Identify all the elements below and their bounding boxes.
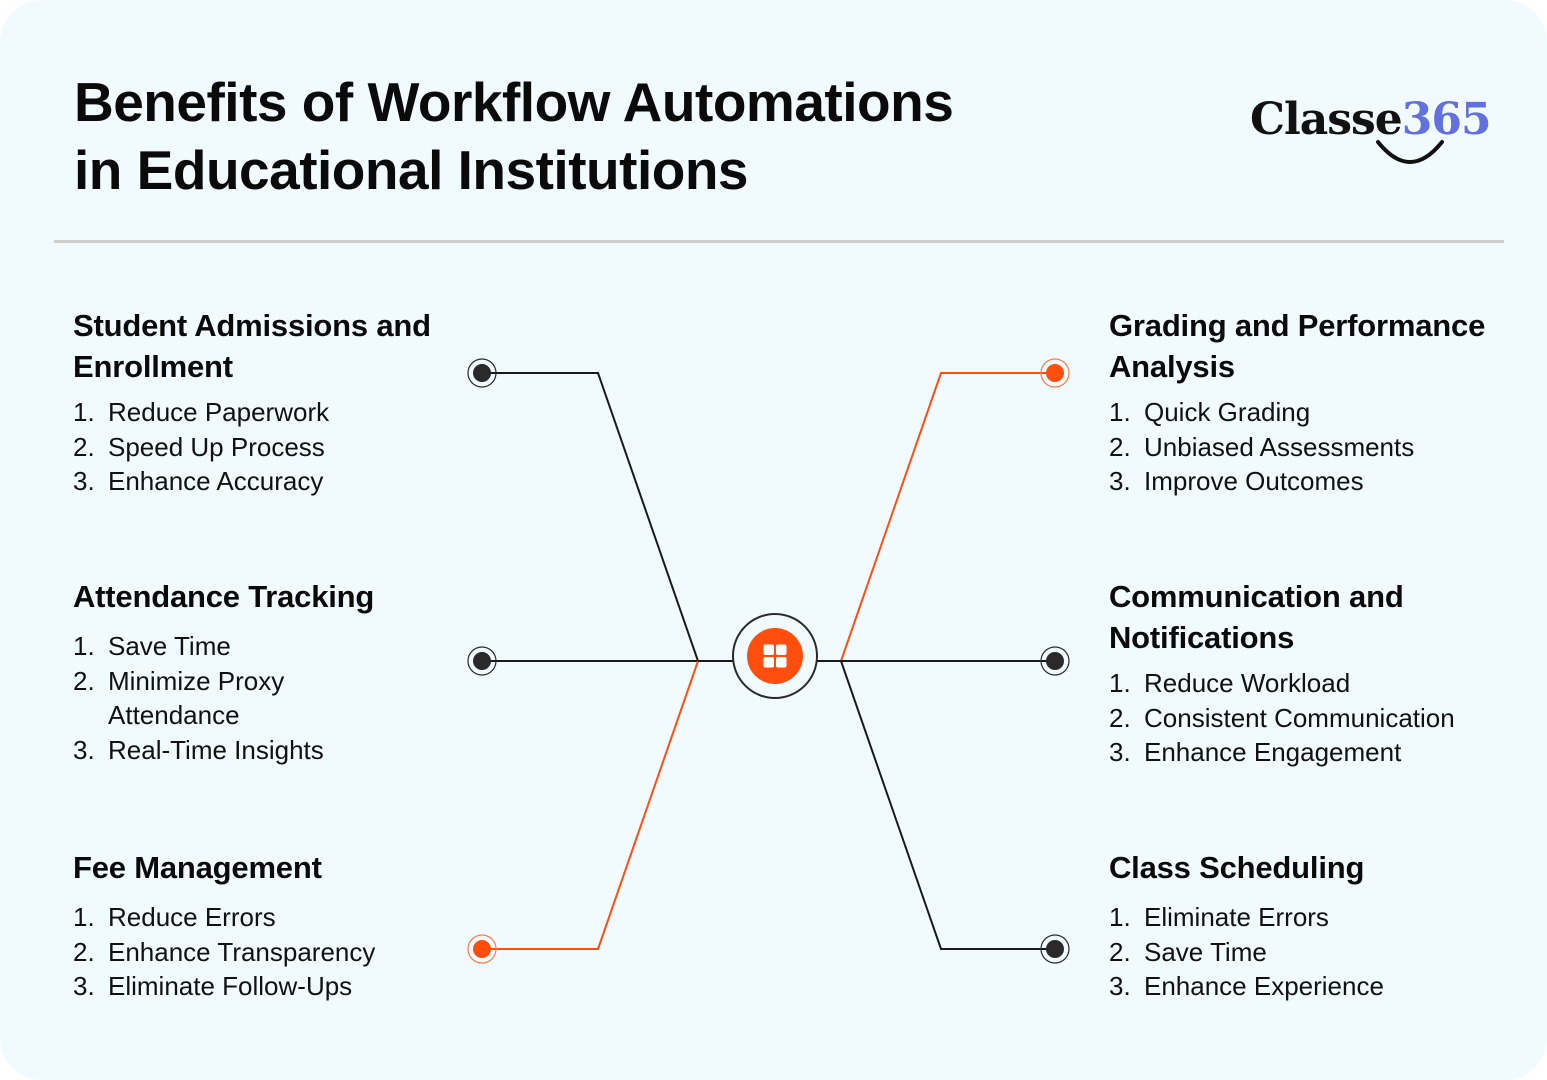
list-item: 1.Quick Grading: [1109, 397, 1311, 427]
title-line-1: Benefits of Workflow Automations: [74, 71, 954, 133]
benefit-list: 1.Reduce Paperwork 2.Speed Up Process 3.…: [73, 395, 453, 499]
central-hub: [732, 613, 818, 699]
section-title: Communication and Notifications: [1109, 579, 1404, 655]
node-orange-grading: [1040, 358, 1070, 388]
connector-admissions: [482, 372, 699, 662]
connector-grading: [840, 372, 1055, 662]
node-dark-attendance: [467, 646, 497, 676]
connector-scheduling: [840, 660, 1055, 950]
classe365-logo: Classe365: [1250, 90, 1500, 180]
list-item: 2.Minimize Proxy Attendance: [73, 665, 285, 731]
logo-number: 365: [1401, 94, 1492, 145]
title-line-2: in Educational Institutions: [74, 139, 749, 201]
section-title: Student Admissions and Enrollment: [73, 308, 431, 384]
list-item: 3.Enhance Engagement: [1109, 737, 1402, 767]
logo-word: Classe: [1250, 94, 1403, 145]
list-item: 3.Real-Time Insights: [73, 734, 324, 765]
grid-apps-icon: [763, 644, 787, 668]
list-item: 3.Enhance Accuracy: [73, 466, 324, 496]
page-title: Benefits of Workflow Automations in Educ…: [74, 68, 954, 204]
list-item: 3.Improve Outcomes: [1109, 466, 1364, 496]
benefit-list: 1.Save Time 2.Minimize Proxy Attendance …: [73, 629, 453, 767]
list-item: 2.Unbiased Assessments: [1109, 431, 1415, 462]
list-item: 1.Eliminate Errors: [1109, 902, 1329, 932]
section-class-scheduling: Class Scheduling 1.Eliminate Errors 2.Sa…: [1109, 847, 1529, 1004]
section-title: Grading and Performance Analysis: [1109, 308, 1486, 384]
header-divider: [54, 240, 1504, 243]
section-fee-management: Fee Management 1.Reduce Errors 2.Enhance…: [73, 847, 453, 1004]
list-item: 2.Save Time: [1109, 936, 1267, 967]
section-title: Class Scheduling: [1109, 850, 1365, 885]
section-student-admissions: Student Admissions and Enrollment 1.Redu…: [73, 305, 453, 499]
node-dark-communication: [1040, 646, 1070, 676]
section-attendance-tracking: Attendance Tracking 1.Save Time 2.Minimi…: [73, 576, 453, 767]
section-grading-performance: Grading and Performance Analysis 1.Quick…: [1109, 305, 1529, 499]
node-orange-fee: [467, 934, 497, 964]
list-item: 1.Reduce Errors: [73, 902, 276, 932]
list-item: 2.Consistent Communication: [1109, 702, 1455, 733]
logo-wordmark: Classe365: [1250, 90, 1492, 150]
benefit-list: 1.Reduce Errors 2.Enhance Transparency 3…: [73, 900, 453, 1004]
connector-fee: [482, 660, 699, 950]
smile-arc-icon: [1376, 140, 1444, 164]
benefit-list: 1.Eliminate Errors 2.Save Time 3.Enhance…: [1109, 900, 1529, 1004]
list-item: 1.Save Time: [73, 631, 231, 661]
list-item: 1.Reduce Paperwork: [73, 397, 330, 427]
section-communication-notifications: Communication and Notifications 1.Reduce…: [1109, 576, 1539, 770]
list-item: 2.Enhance Transparency: [73, 936, 376, 967]
list-item: 2.Speed Up Process: [73, 431, 325, 462]
benefit-list: 1.Reduce Workload 2.Consistent Communica…: [1109, 666, 1539, 770]
node-dark-scheduling: [1040, 934, 1070, 964]
list-item: 3.Enhance Experience: [1109, 971, 1384, 1001]
list-item: 1.Reduce Workload: [1109, 668, 1351, 698]
node-dark-admissions: [467, 358, 497, 388]
section-title: Fee Management: [73, 850, 322, 885]
benefit-list: 1.Quick Grading 2.Unbiased Assessments 3…: [1109, 395, 1529, 499]
section-title: Attendance Tracking: [73, 579, 375, 614]
list-item: 3.Eliminate Follow-Ups: [73, 971, 353, 1001]
